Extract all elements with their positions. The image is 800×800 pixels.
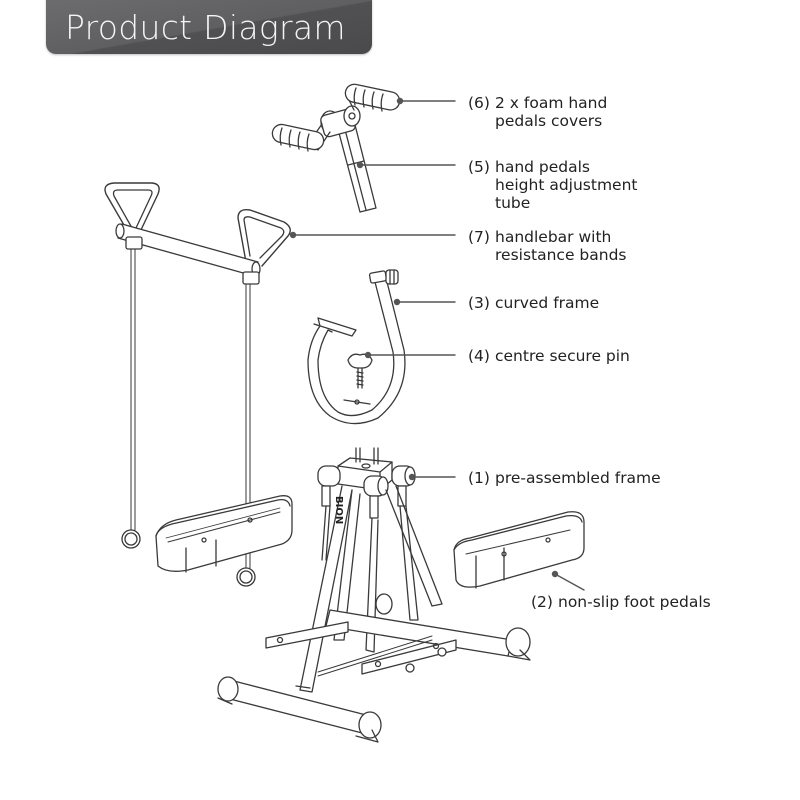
centre-secure-pin bbox=[347, 353, 373, 389]
brand-mark: BION bbox=[333, 496, 344, 524]
part-label-line: non-slip foot pedals bbox=[558, 593, 711, 611]
foot-pedal-right bbox=[453, 511, 585, 589]
part-number: (7) bbox=[468, 228, 490, 246]
part-number: (2) bbox=[531, 593, 553, 611]
part-number: (6) bbox=[468, 94, 490, 112]
label-part-6: (6) 2 x foam hand pedals covers bbox=[468, 94, 607, 130]
part-label-line: pedals covers bbox=[495, 112, 603, 130]
foot-pedal-left bbox=[155, 495, 293, 573]
label-part-3: (3) curved frame bbox=[468, 294, 599, 312]
part-number: (5) bbox=[468, 158, 490, 176]
part-number: (3) bbox=[468, 294, 490, 312]
part-label-line: 2 x foam hand bbox=[495, 94, 608, 112]
leader-lines bbox=[292, 100, 585, 591]
part-label-line: height adjustment bbox=[495, 176, 638, 194]
part-label-line: pre-assembled frame bbox=[495, 469, 661, 487]
label-part-1: (1) pre-assembled frame bbox=[468, 469, 661, 487]
label-part-4: (4) centre secure pin bbox=[468, 347, 630, 365]
part-label-line: tube bbox=[495, 194, 531, 212]
part-number: (4) bbox=[468, 347, 490, 365]
part-label-line: resistance bands bbox=[495, 246, 627, 264]
label-part-5: (5) hand pedals height adjustment tube bbox=[468, 158, 638, 212]
curved-frame bbox=[307, 269, 406, 425]
leader-dots bbox=[289, 97, 559, 578]
foam-grip-lower bbox=[271, 123, 325, 152]
main-frame: BION bbox=[217, 447, 531, 743]
title-banner bbox=[46, 0, 372, 54]
hand-pedals-assembly bbox=[271, 83, 401, 213]
part-number: (1) bbox=[468, 469, 490, 487]
part-label-line: curved frame bbox=[495, 294, 600, 312]
part-label-line: handlebar with bbox=[495, 228, 612, 246]
part-label-line: hand pedals bbox=[495, 158, 591, 176]
label-part-2: (2) non-slip foot pedals bbox=[531, 593, 711, 611]
handlebar-assembly bbox=[104, 182, 291, 587]
page-title: Product Diagram bbox=[65, 8, 346, 47]
part-label-line: centre secure pin bbox=[495, 347, 630, 365]
label-part-7: (7) handlebar with resistance bands bbox=[468, 228, 627, 264]
